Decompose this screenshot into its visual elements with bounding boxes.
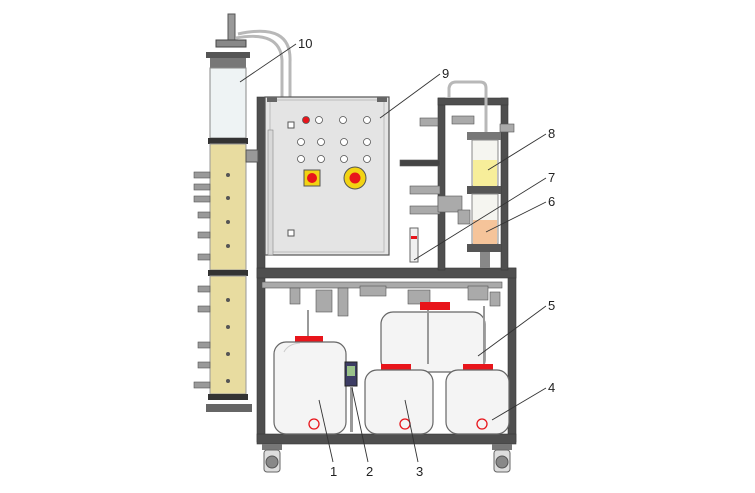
tower-valves	[399, 115, 515, 225]
tank-4	[445, 364, 510, 435]
callout-5: 5	[548, 298, 555, 313]
caster-right	[492, 444, 512, 473]
caster-left	[262, 444, 282, 473]
dip-tubes	[307, 306, 485, 364]
top-pipes	[235, 29, 292, 108]
callout-7: 7	[548, 170, 555, 185]
callout-3: 3	[416, 464, 423, 479]
cable-conduit	[267, 129, 274, 256]
flow-meter	[409, 227, 419, 263]
tank-2-back	[380, 311, 486, 373]
callout-10: 10	[298, 36, 312, 51]
callout-6: 6	[548, 194, 555, 209]
callout-9: 9	[442, 66, 449, 81]
callout-8: 8	[548, 126, 555, 141]
callout-1: 1	[330, 464, 337, 479]
main-frame	[256, 96, 517, 445]
tank-1	[273, 336, 347, 435]
pump-manifold	[261, 281, 503, 317]
dosing-cap	[420, 302, 450, 310]
exchange-column	[193, 13, 259, 412]
tank-3	[364, 364, 434, 435]
callout-labels: 1 2 3 4 5 6 7 8 9 10	[298, 36, 555, 479]
level-sensor	[344, 361, 358, 432]
small-column	[467, 132, 501, 268]
control-cabinet	[264, 96, 390, 256]
indicator-light-red	[302, 116, 310, 124]
tower-loop-pipe	[447, 80, 488, 140]
callout-4: 4	[548, 380, 555, 395]
leader-lines	[239, 43, 547, 463]
callout-2: 2	[366, 464, 373, 479]
